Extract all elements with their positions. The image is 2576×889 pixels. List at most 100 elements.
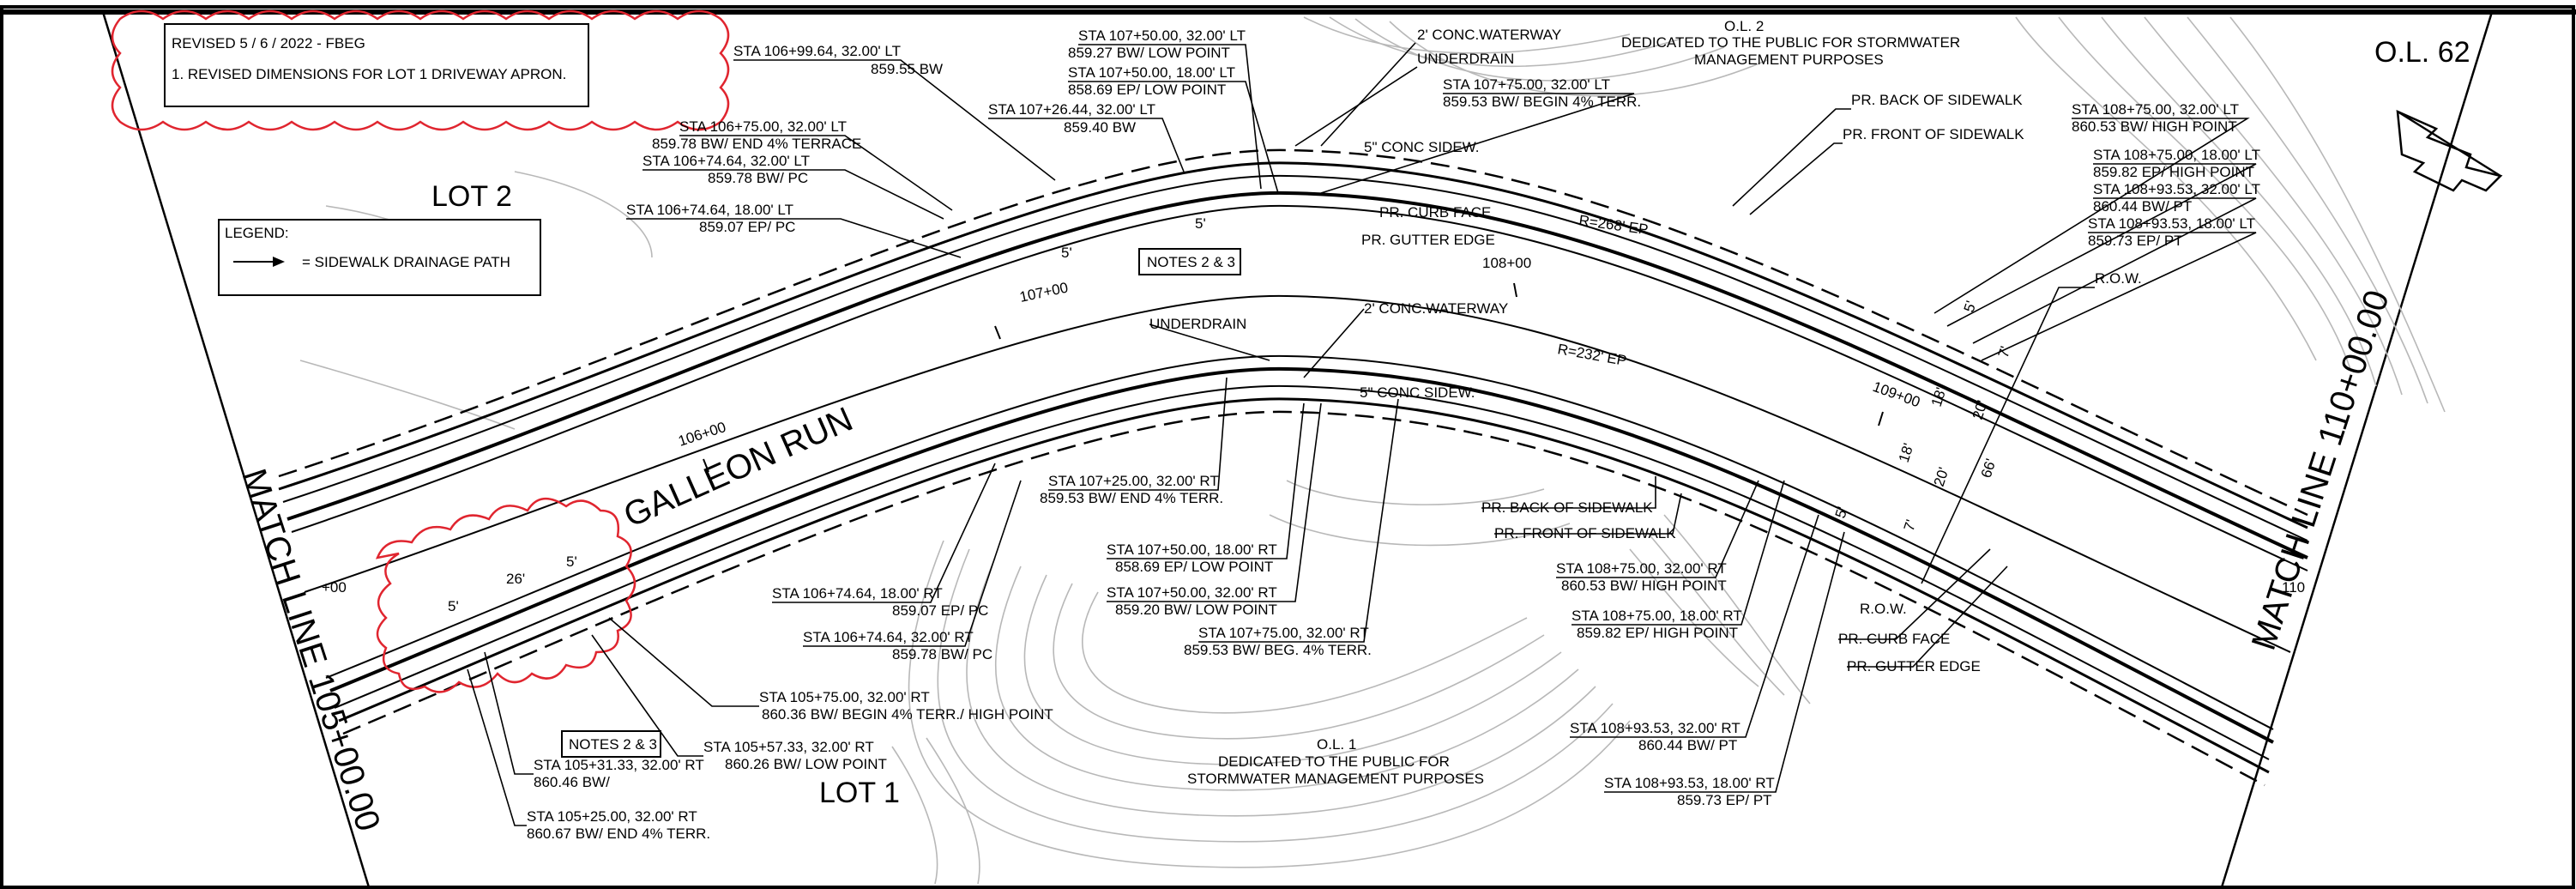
ol1-line1: DEDICATED TO THE PUBLIC FOR xyxy=(1218,753,1450,770)
dim-5d: 5' xyxy=(1195,215,1206,232)
underdrain-bot: UNDERDRAIN xyxy=(1149,316,1246,332)
contour-lines xyxy=(299,16,2446,885)
callout-j1: STA 108+75.00, 18.00' LT xyxy=(2093,147,2260,163)
ol1-title: O.L. 1 xyxy=(1317,736,1356,753)
ol2-line2: MANAGEMENT PURPOSES xyxy=(1694,51,1884,68)
station-107: 107+00 xyxy=(1018,279,1070,305)
legend-item: = SIDEWALK DRAINAGE PATH xyxy=(302,254,510,270)
dim-5a: 5' xyxy=(448,598,459,614)
callout-u2: 860.46 BW/ xyxy=(534,774,610,790)
sidewalk-bot: 5" CONC SIDEW. xyxy=(1360,384,1475,401)
callout-p1: STA 107+50.00, 18.00' RT xyxy=(1107,541,1277,558)
callout-b1: STA 106+75.00, 32.00' LT xyxy=(679,118,847,135)
callout-i2: 860.53 BW/ HIGH POINT xyxy=(2072,118,2237,135)
callout-f2: 859.27 BW/ LOW POINT xyxy=(1068,45,1230,61)
row-top: R.O.W. xyxy=(2095,270,2142,287)
ol2-title: O.L. 2 xyxy=(1724,18,1764,34)
callout-g2: 858.69 EP/ LOW POINT xyxy=(1068,82,1226,98)
ol2-line1: DEDICATED TO THE PUBLIC FOR STORMWATER xyxy=(1621,34,1960,51)
station-109: 109+00 xyxy=(1871,378,1922,410)
dim-7b: 7' xyxy=(1901,517,1920,533)
callout-e1: STA 107+26.44, 32.00' LT xyxy=(988,101,1155,118)
callout-z2: 859.73 EP/ PT xyxy=(1677,792,1772,808)
callout-i1: STA 108+75.00, 32.00' LT xyxy=(2072,101,2239,118)
callout-r1: STA 107+75.00, 32.00' RT xyxy=(1198,625,1369,641)
callout-c1: STA 106+74.64, 32.00' LT xyxy=(642,153,810,169)
legend-box xyxy=(218,219,541,296)
north-arrow-icon xyxy=(2396,109,2503,192)
callout-s1: STA 105+75.00, 32.00' RT xyxy=(759,689,930,705)
apron-revision-cloud xyxy=(375,498,636,693)
waterway-bot: 2' CONC.WATERWAY xyxy=(1364,300,1508,317)
front-sidewalk-top: PR. FRONT OF SIDEWALK xyxy=(1843,126,2024,142)
callout-d1: STA 106+74.64, 18.00' LT xyxy=(626,202,793,218)
callout-b2: 859.78 BW/ END 4% TERRACE xyxy=(652,136,861,152)
callout-w1: STA 108+75.00, 32.00' RT xyxy=(1556,560,1727,577)
revision-cloud xyxy=(111,9,730,131)
dim-66: 66' xyxy=(1978,457,2000,480)
callout-r2: 859.53 BW/ BEG. 4% TERR. xyxy=(1184,642,1372,658)
callout-l2: 859.73 EP/ PT xyxy=(2088,233,2183,249)
callout-a1: STA 106+99.64, 32.00' LT xyxy=(733,43,901,59)
callout-e2: 859.40 BW xyxy=(1064,119,1136,136)
notes-top: NOTES 2 & 3 xyxy=(1147,254,1235,270)
dim-18b: 18' xyxy=(1896,441,1917,464)
callout-t2: 860.26 BW/ LOW POINT xyxy=(725,756,887,772)
station-105: +00 xyxy=(322,579,347,596)
match-line-right: MATCH LINE 110+00.00 xyxy=(2245,286,2397,655)
callout-x2: 859.82 EP/ HIGH POINT xyxy=(1577,625,1738,641)
callout-k2: 860.44 BW/ PT xyxy=(2093,198,2192,215)
lot2-label: LOT 2 xyxy=(431,180,512,213)
dim-5b: 5' xyxy=(566,553,577,570)
legend-title: LEGEND: xyxy=(225,225,289,241)
ol62-label: O.L. 62 xyxy=(2374,36,2470,69)
station-ticks xyxy=(703,282,1884,473)
callout-x1: STA 108+75.00, 18.00' RT xyxy=(1572,608,1742,624)
dim-5e: 5' xyxy=(1961,299,1980,314)
station-108: 108+00 xyxy=(1482,255,1531,271)
waterway-top: 2' CONC.WATERWAY xyxy=(1417,27,1561,43)
lot1-label: LOT 1 xyxy=(819,777,900,809)
callout-j2: 859.82 EP/ HIGH POINT xyxy=(2093,164,2254,180)
callout-u1: STA 105+31.33, 32.00' RT xyxy=(534,757,704,773)
station-110: 110 xyxy=(2282,579,2305,596)
callout-h2: 859.53 BW/ BEGIN 4% TERR. xyxy=(1443,94,1641,110)
callout-y2: 860.44 BW/ PT xyxy=(1638,737,1737,753)
elevation-callouts: STA 106+99.64, 32.00' LT 859.55 BW STA 1… xyxy=(527,27,2260,842)
match-line-left: MATCH LINE 105+00.00 xyxy=(234,464,387,836)
dim-5f: 5' xyxy=(1832,505,1851,520)
revision-item: 1. REVISED DIMENSIONS FOR LOT 1 DRIVEWAY… xyxy=(172,66,566,82)
callout-o2: 859.78 BW/ PC xyxy=(892,646,992,662)
callout-p2: 858.69 EP/ LOW POINT xyxy=(1115,559,1273,575)
dim-26: 26' xyxy=(506,571,525,587)
callout-m1: STA 107+25.00, 32.00' RT xyxy=(1048,473,1219,489)
callout-y1: STA 108+93.53, 32.00' RT xyxy=(1570,720,1740,736)
back-sidewalk-top: PR. BACK OF SIDEWALK xyxy=(1851,92,2023,108)
callout-v1: STA 105+25.00, 32.00' RT xyxy=(527,808,697,825)
curb-face-top: PR. CURB FACE xyxy=(1379,204,1491,221)
callout-s2: 860.36 BW/ BEGIN 4% TERR./ HIGH POINT xyxy=(762,706,1053,723)
callout-g1: STA 107+50.00, 18.00' LT xyxy=(1068,64,1235,81)
revision-header: REVISED 5 / 6 / 2022 - FBEG xyxy=(172,35,365,51)
gutter-top: PR. GUTTER EDGE xyxy=(1361,232,1495,248)
station-106: 106+00 xyxy=(676,419,727,450)
callout-l1: STA 108+93.53, 18.00' LT xyxy=(2088,215,2255,232)
callout-f1: STA 107+50.00, 32.00' LT xyxy=(1078,27,1246,44)
callout-o1: STA 106+74.64, 32.00' RT xyxy=(803,629,974,645)
notes-bot: NOTES 2 & 3 xyxy=(569,736,657,753)
callout-t1: STA 105+57.33, 32.00' RT xyxy=(703,739,874,755)
underdrain-top: UNDERDRAIN xyxy=(1417,51,1514,67)
callout-q2: 859.20 BW/ LOW POINT xyxy=(1115,602,1277,618)
road-alignment xyxy=(278,148,2308,787)
callout-n2: 859.07 EP/ PC xyxy=(892,602,988,619)
row-bot: R.O.W. xyxy=(1860,601,1907,617)
callout-d2: 859.07 EP/ PC xyxy=(699,219,795,235)
dim-20b: 20' xyxy=(1931,465,1952,488)
callout-m2: 859.53 BW/ END 4% TERR. xyxy=(1040,490,1223,506)
callout-c2: 859.78 BW/ PC xyxy=(708,170,808,186)
sheet-border xyxy=(0,5,2575,889)
radius-lower: R=232' EP xyxy=(1556,341,1627,369)
revision-box xyxy=(164,23,589,107)
callout-q1: STA 107+50.00, 32.00' RT xyxy=(1107,584,1277,601)
